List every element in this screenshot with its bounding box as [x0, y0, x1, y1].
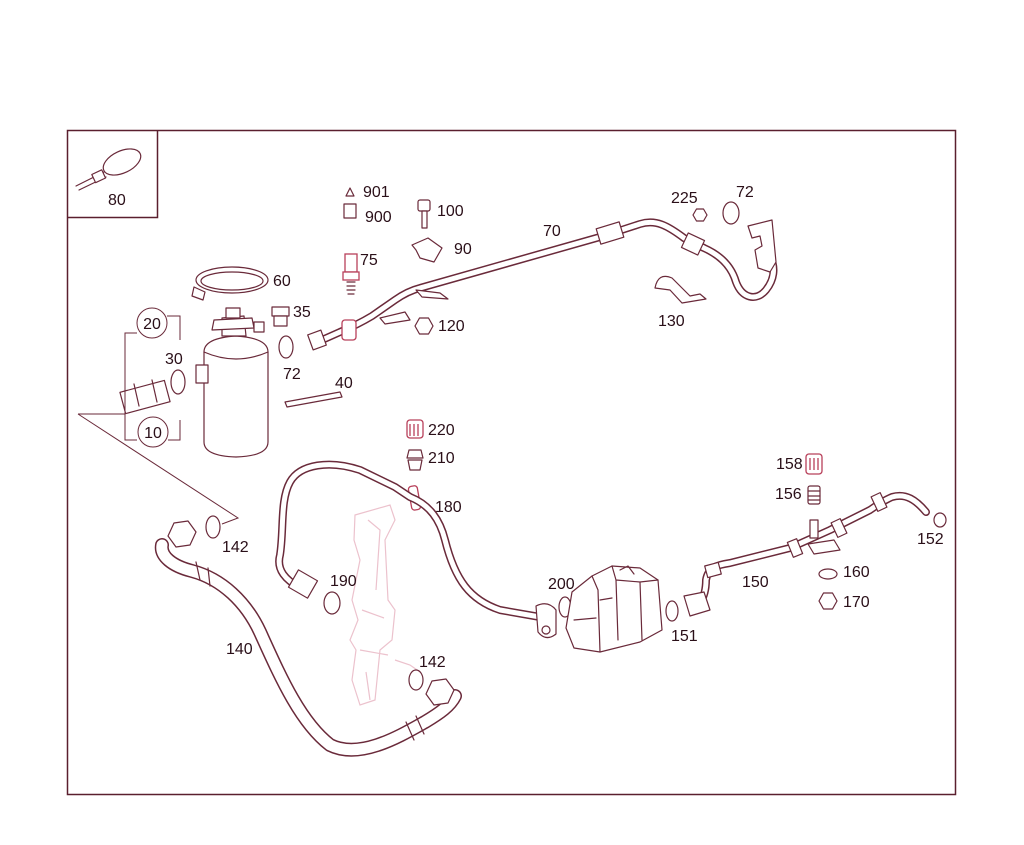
callout-151: 151: [671, 628, 698, 645]
callout-170: 170: [843, 594, 870, 611]
receiver-drier: [195, 307, 269, 458]
nut-225: [692, 208, 708, 222]
callout-220: 220: [428, 422, 455, 439]
strip-40: [284, 391, 343, 408]
pipe-150: [683, 491, 930, 617]
washer-160: [818, 568, 838, 580]
fitting-35: [271, 306, 290, 327]
pipe-190: [275, 460, 557, 639]
callout-72-right: 72: [736, 184, 754, 201]
bolt-100: [417, 199, 431, 229]
callout-72-left: 72: [283, 366, 301, 383]
callout-180: 180: [435, 499, 462, 516]
fitting-10: [119, 379, 171, 415]
o-ring-142-top: [205, 515, 221, 539]
callout-20: 20: [143, 316, 161, 333]
callout-190: 190: [330, 573, 357, 590]
callout-158: 158: [776, 456, 803, 473]
callout-140: 140: [226, 641, 253, 658]
callout-900: 900: [365, 209, 392, 226]
o-ring-72-right: [722, 201, 740, 225]
o-ring-72-left: [278, 335, 294, 359]
callout-35: 35: [293, 304, 311, 321]
callout-130: 130: [658, 313, 685, 330]
nut-120: [414, 317, 434, 335]
nut-170: [818, 592, 838, 610]
callout-bracket-20-10: [77, 307, 240, 525]
callout-142-top: 142: [222, 539, 249, 556]
pipe-70: [307, 218, 778, 351]
o-ring-190: [323, 591, 341, 615]
compressor-200: [558, 565, 663, 653]
callout-160: 160: [843, 564, 870, 581]
clip-130: [654, 275, 707, 304]
diagram-frame: [66, 129, 957, 796]
callout-30: 30: [165, 351, 183, 368]
clip-90: [411, 237, 443, 263]
callout-10: 10: [144, 425, 162, 442]
clamp-band: [191, 266, 269, 301]
callout-200: 200: [548, 576, 575, 593]
service-valve-156: [805, 453, 841, 555]
pressure-switch-75: [342, 187, 360, 295]
callout-70: 70: [543, 223, 561, 240]
callout-80: 80: [108, 192, 126, 209]
callout-40: 40: [335, 375, 353, 392]
hose-140: [154, 520, 462, 757]
bracket-right: [747, 219, 777, 273]
callout-90: 90: [454, 241, 472, 258]
inset-frame: [67, 130, 159, 219]
callout-60: 60: [273, 273, 291, 290]
o-ring-152: [933, 512, 947, 528]
callout-75: 75: [360, 252, 378, 269]
callout-901: 901: [363, 184, 390, 201]
callout-152: 152: [917, 531, 944, 548]
callout-100: 100: [437, 203, 464, 220]
o-ring-151: [665, 600, 679, 622]
callout-156: 156: [775, 486, 802, 503]
callout-225: 225: [671, 190, 698, 207]
callout-210: 210: [428, 450, 455, 467]
callout-120: 120: [438, 318, 465, 335]
o-ring-30: [170, 369, 186, 395]
callout-142-bottom: 142: [419, 654, 446, 671]
o-ring-142-bottom: [408, 669, 424, 691]
cable-tie-icon: [75, 148, 142, 191]
callout-150: 150: [742, 574, 769, 591]
